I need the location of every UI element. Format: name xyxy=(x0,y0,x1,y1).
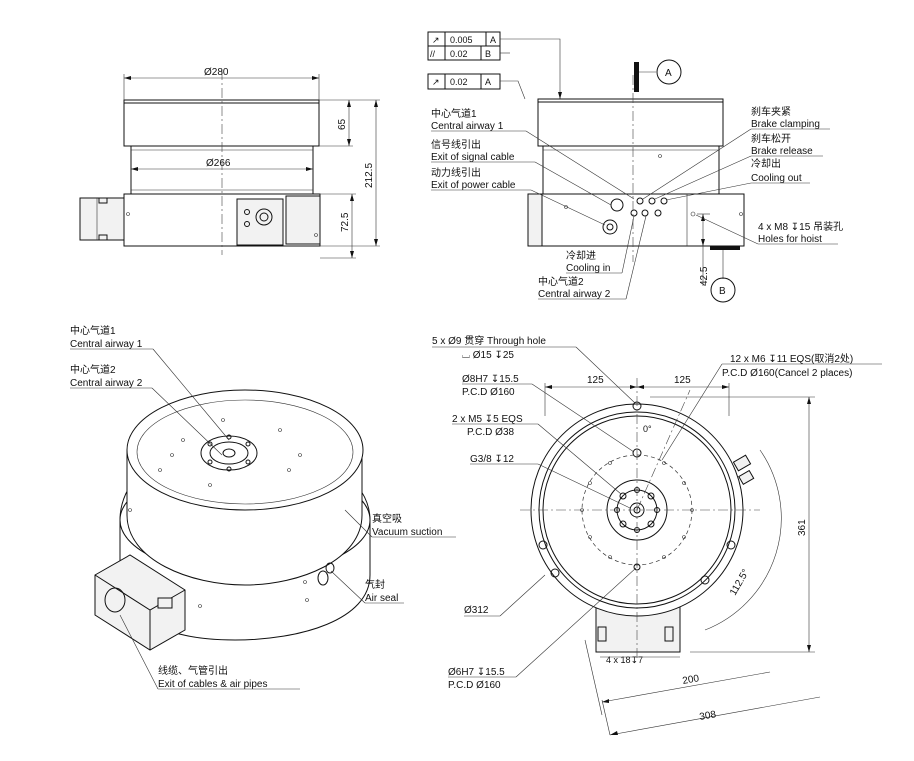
slot-label: 4 x 18↧7 xyxy=(606,655,643,665)
top-8h7-1: Ø8H7 ↧15.5 xyxy=(462,374,519,385)
angle-112-5: 112.5° xyxy=(728,568,752,598)
dim-72-5: 72.5 xyxy=(340,212,351,232)
dim-212-5: 212.5 xyxy=(364,163,375,188)
svg-text:↗: ↗ xyxy=(432,77,440,87)
callout-hoist-cn: 4 x M8 ↧15 吊装孔 xyxy=(758,220,843,233)
dim-200: 200 xyxy=(682,673,701,687)
callout-brake-release-en: Brake release xyxy=(751,146,813,157)
svg-text:0.02: 0.02 xyxy=(450,49,468,59)
dim-361: 361 xyxy=(797,519,808,536)
svg-text:0.005: 0.005 xyxy=(450,35,473,45)
tolerance-frame-1: ↗ 0.005 A xyxy=(427,31,501,47)
dim-125-right: 125 xyxy=(674,375,691,386)
dim-65: 65 xyxy=(337,118,348,130)
svg-text://: // xyxy=(430,49,436,59)
tolerance-frame-3: ↗ 0.02 A xyxy=(427,73,501,90)
side-view: ↗ 0.005 A // 0.02 B ↗ 0.02 A A xyxy=(427,31,843,303)
top-m6-1: 12 x M6 ↧11 EQS(取消2处) xyxy=(730,352,853,365)
top-g38: G3/8 ↧12 xyxy=(470,454,514,465)
callout-signal-cn: 信号线引出 xyxy=(431,138,481,151)
datum-a: A xyxy=(665,68,672,79)
dim-42-5: 42.5 xyxy=(699,266,710,286)
top-view: 0° 125 125 361 112.5° 200 308 4 x 18↧7 xyxy=(432,334,882,736)
svg-text:↗: ↗ xyxy=(432,35,440,45)
dim-dia-266: Ø266 xyxy=(206,158,231,169)
dim-dia-280: Ø280 xyxy=(204,67,229,78)
callout-cooling-in-en: Cooling in xyxy=(566,263,610,274)
iso-exit-en: Exit of cables & air pipes xyxy=(158,679,268,690)
callout-airway1-cn: 中心气道1 xyxy=(431,107,477,120)
svg-text:0.02: 0.02 xyxy=(450,77,468,87)
top-m6-2: P.C.D Ø160(Cancel 2 places) xyxy=(722,368,852,379)
top-through-hole-2: ⌴ Ø15 ↧25 xyxy=(462,350,514,361)
top-m5-1: 2 x M5 ↧5 EQS xyxy=(452,414,523,425)
top-6h7-2: P.C.D Ø160 xyxy=(448,680,501,691)
angle-0: 0° xyxy=(643,424,652,434)
svg-text:B: B xyxy=(485,49,491,59)
top-8h7-2: P.C.D Ø160 xyxy=(462,387,515,398)
iso-airway2-en: Central airway 2 xyxy=(70,378,143,389)
iso-airseal-cn: 气封 xyxy=(365,578,385,591)
top-m5-2: P.C.D Ø38 xyxy=(467,427,514,438)
top-6h7-1: Ø6H7 ↧15.5 xyxy=(448,667,505,678)
callout-hoist-en: Holes for hoist xyxy=(758,234,822,245)
callout-cooling-out-cn: 冷却出 xyxy=(751,157,781,170)
top-through-hole-1: 5 x Ø9 贯穿 Through hole xyxy=(432,334,546,347)
callout-cooling-out-en: Cooling out xyxy=(751,173,802,184)
iso-airseal-en: Air seal xyxy=(365,593,398,604)
iso-airway1-en: Central airway 1 xyxy=(70,339,143,350)
callout-airway2-cn: 中心气道2 xyxy=(538,275,584,288)
iso-airway1-cn: 中心气道1 xyxy=(70,324,116,337)
front-view: Ø280 Ø266 65 212.5 72.5 xyxy=(79,67,380,259)
svg-text:A: A xyxy=(490,35,496,45)
dim-308: 308 xyxy=(699,709,718,723)
callout-airway1-en: Central airway 1 xyxy=(431,121,504,132)
callout-brake-clamp-en: Brake clamping xyxy=(751,119,820,130)
isometric-view: 中心气道1 Central airway 1 中心气道2 Central air… xyxy=(70,324,456,690)
tolerance-frame-2: // 0.02 B xyxy=(427,45,501,61)
datum-b: B xyxy=(719,286,726,297)
callout-brake-release-cn: 刹车松开 xyxy=(751,132,791,145)
callout-airway2-en: Central airway 2 xyxy=(538,289,611,300)
iso-vacuum-cn: 真空吸 xyxy=(372,512,402,525)
iso-vacuum-en: Vacuum suction xyxy=(372,527,442,538)
callout-power-en: Exit of power cable xyxy=(431,180,516,191)
dim-125-left: 125 xyxy=(587,375,604,386)
callout-signal-en: Exit of signal cable xyxy=(431,152,515,163)
callout-cooling-in-cn: 冷却进 xyxy=(566,249,596,262)
callout-power-cn: 动力线引出 xyxy=(431,166,481,179)
callout-brake-clamp-cn: 刹车夹紧 xyxy=(751,105,791,118)
top-dia-312: Ø312 xyxy=(464,605,489,616)
svg-text:A: A xyxy=(485,77,491,87)
iso-airway2-cn: 中心气道2 xyxy=(70,363,116,376)
iso-exit-cn: 线缆、气管引出 xyxy=(158,664,228,677)
